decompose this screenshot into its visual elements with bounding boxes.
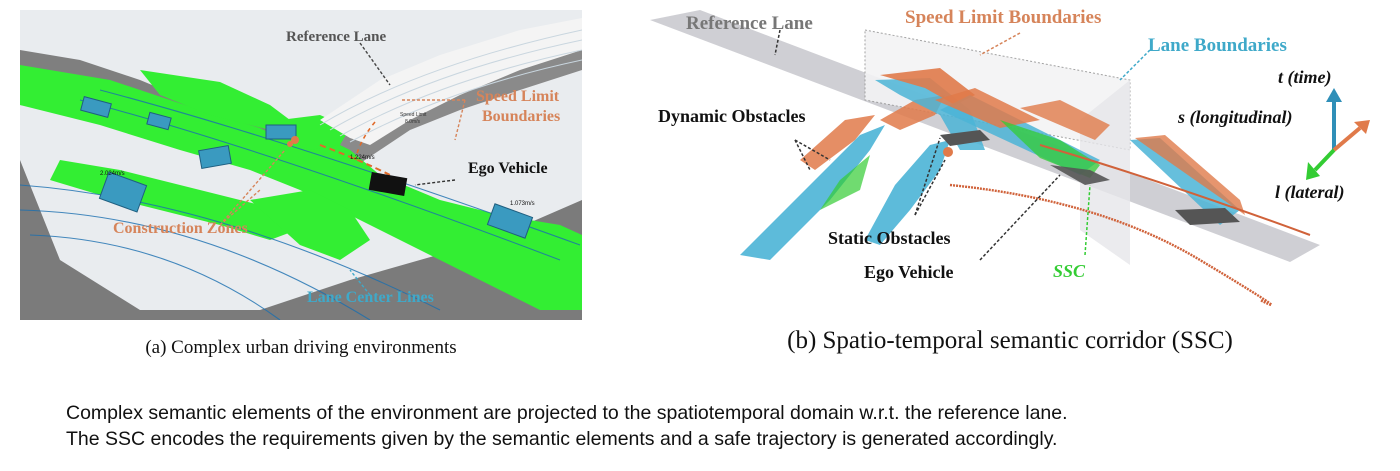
- label-ego-vehicle-a: Ego Vehicle: [468, 160, 548, 177]
- speed-text-1: 1.224m/s: [350, 155, 375, 161]
- label-lane-center-lines: Lane Center Lines: [307, 289, 434, 306]
- axis-label-l: l (lateral): [1275, 182, 1345, 203]
- static-obstacle-1: [940, 130, 990, 146]
- description-block: Complex semantic elements of the environ…: [66, 400, 1366, 452]
- caption-panel-b: (b) Spatio-temporal semantic corridor (S…: [787, 327, 1233, 354]
- axis-label-s: s (longitudinal): [1177, 107, 1293, 128]
- label-speed-limit-a-line2: Boundaries: [482, 108, 560, 125]
- ego-vehicle-shape: [368, 172, 408, 196]
- speed-text-3: 2.024m/s: [100, 171, 125, 177]
- axis-label-t: t (time): [1278, 67, 1331, 88]
- label-speed-limit-a-line1: Speed Limit: [476, 88, 560, 105]
- label-dynamic-obstacles: Dynamic Obstacles: [658, 106, 806, 126]
- ssc-panel: Reference Lane Speed Limit Boundaries La…: [640, 0, 1380, 330]
- label-lane-boundaries: Lane Boundaries: [1148, 35, 1287, 56]
- description-line-1: Complex semantic elements of the environ…: [66, 402, 1068, 424]
- axes-triad: [1306, 88, 1370, 180]
- description-line-2: The SSC encodes the requirements given b…: [66, 428, 1058, 450]
- caption-panel-a: (a) Complex urban driving environments: [145, 337, 457, 358]
- dynamic-obstacles-group: [740, 68, 985, 260]
- label-ssc: SSC: [1053, 261, 1086, 281]
- label-ego-vehicle-b: Ego Vehicle: [864, 262, 954, 282]
- urban-scene-image: 1.224m/s 1.073m/s 2.024m/s Speed Limit 8…: [20, 10, 582, 320]
- speed-text-2: 1.073m/s: [510, 201, 535, 207]
- obstacle-right: [1130, 138, 1240, 225]
- speed-sign-text-2: 8.0m/s: [405, 119, 421, 125]
- label-reference-lane-a: Reference Lane: [286, 29, 386, 45]
- speed-sign-text-1: Speed Limit: [400, 112, 427, 118]
- ssc-diagram: Reference Lane Speed Limit Boundaries La…: [650, 7, 1370, 307]
- label-speed-limit-boundaries: Speed Limit Boundaries: [905, 7, 1101, 28]
- urban-scene-panel: 1.224m/s 1.073m/s 2.024m/s Speed Limit 8…: [20, 10, 582, 320]
- ssc-corridor-group: [935, 88, 1110, 185]
- label-reference-lane-b: Reference Lane: [686, 13, 813, 34]
- label-static-obstacles: Static Obstacles: [828, 228, 950, 248]
- label-construction-zones: Construction Zones: [113, 220, 248, 237]
